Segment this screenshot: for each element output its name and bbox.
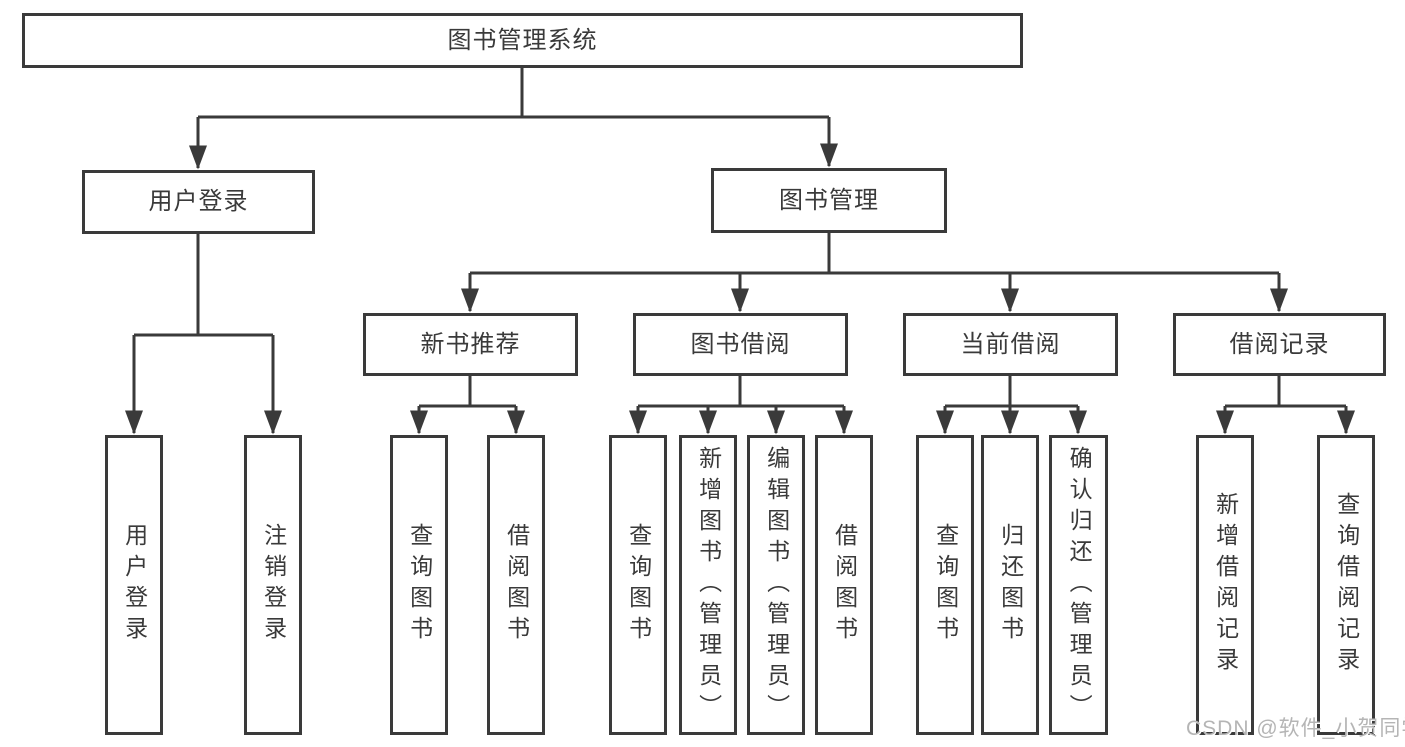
leaf-user-login-label: 用户登录 xyxy=(121,523,148,647)
watermark: CSDN @软件_小贺同学 xyxy=(1186,717,1405,740)
node-book-borrowing-label: 图书借阅 xyxy=(690,330,791,358)
leaf-recommend-borrow-books-label: 借阅图书 xyxy=(503,523,530,647)
leaf-borrowing-query-books: 查询图书 xyxy=(609,435,667,735)
leaf-current-query-books: 查询图书 xyxy=(916,435,974,735)
node-book-management: 图书管理 xyxy=(711,168,947,233)
leaf-current-return-books: 归还图书 xyxy=(981,435,1039,735)
leaf-records-query-borrow-record: 查询借阅记录 xyxy=(1317,435,1375,735)
leaf-logout: 注销登录 xyxy=(244,435,302,735)
leaf-records-add-borrow-record: 新增借阅记录 xyxy=(1196,435,1254,735)
node-borrowing-records-label: 借阅记录 xyxy=(1229,330,1330,358)
leaf-borrowing-edit-books-admin-label: 编辑图书（管理员） xyxy=(763,445,790,725)
leaf-current-query-books-label: 查询图书 xyxy=(932,523,959,647)
leaf-recommend-query-books-label: 查询图书 xyxy=(406,523,433,647)
leaf-recommend-borrow-books: 借阅图书 xyxy=(487,435,545,735)
node-new-book-recommendation: 新书推荐 xyxy=(363,313,578,376)
node-user-login-label: 用户登录 xyxy=(148,188,249,215)
leaf-current-return-books-label: 归还图书 xyxy=(997,523,1024,647)
leaf-borrowing-add-books-admin: 新增图书（管理员） xyxy=(679,435,737,735)
node-library-system-label: 图书管理系统 xyxy=(447,26,598,54)
leaf-borrowing-query-books-label: 查询图书 xyxy=(625,523,652,647)
node-new-book-recommendation-label: 新书推荐 xyxy=(420,330,521,358)
leaf-records-add-borrow-record-label: 新增借阅记录 xyxy=(1212,492,1239,678)
leaf-logout-label: 注销登录 xyxy=(260,523,287,647)
node-book-management-label: 图书管理 xyxy=(779,186,879,214)
node-borrowing-records: 借阅记录 xyxy=(1173,313,1386,376)
node-book-borrowing: 图书借阅 xyxy=(633,313,848,376)
node-current-borrowing: 当前借阅 xyxy=(903,313,1118,376)
leaf-borrowing-borrow-books-label: 借阅图书 xyxy=(831,523,858,647)
leaf-current-confirm-return-admin-label: 确认归还（管理员） xyxy=(1066,445,1093,725)
leaf-borrowing-add-books-admin-label: 新增图书（管理员） xyxy=(695,445,722,725)
node-user-login: 用户登录 xyxy=(82,170,315,234)
leaf-current-confirm-return-admin: 确认归还（管理员） xyxy=(1049,435,1108,735)
leaf-records-query-borrow-record-label: 查询借阅记录 xyxy=(1333,492,1360,678)
leaf-user-login: 用户登录 xyxy=(105,435,163,735)
node-library-system: 图书管理系统 xyxy=(22,13,1023,68)
leaf-borrowing-borrow-books: 借阅图书 xyxy=(815,435,873,735)
leaf-recommend-query-books: 查询图书 xyxy=(390,435,448,735)
leaf-borrowing-edit-books-admin: 编辑图书（管理员） xyxy=(747,435,805,735)
node-current-borrowing-label: 当前借阅 xyxy=(960,330,1061,358)
